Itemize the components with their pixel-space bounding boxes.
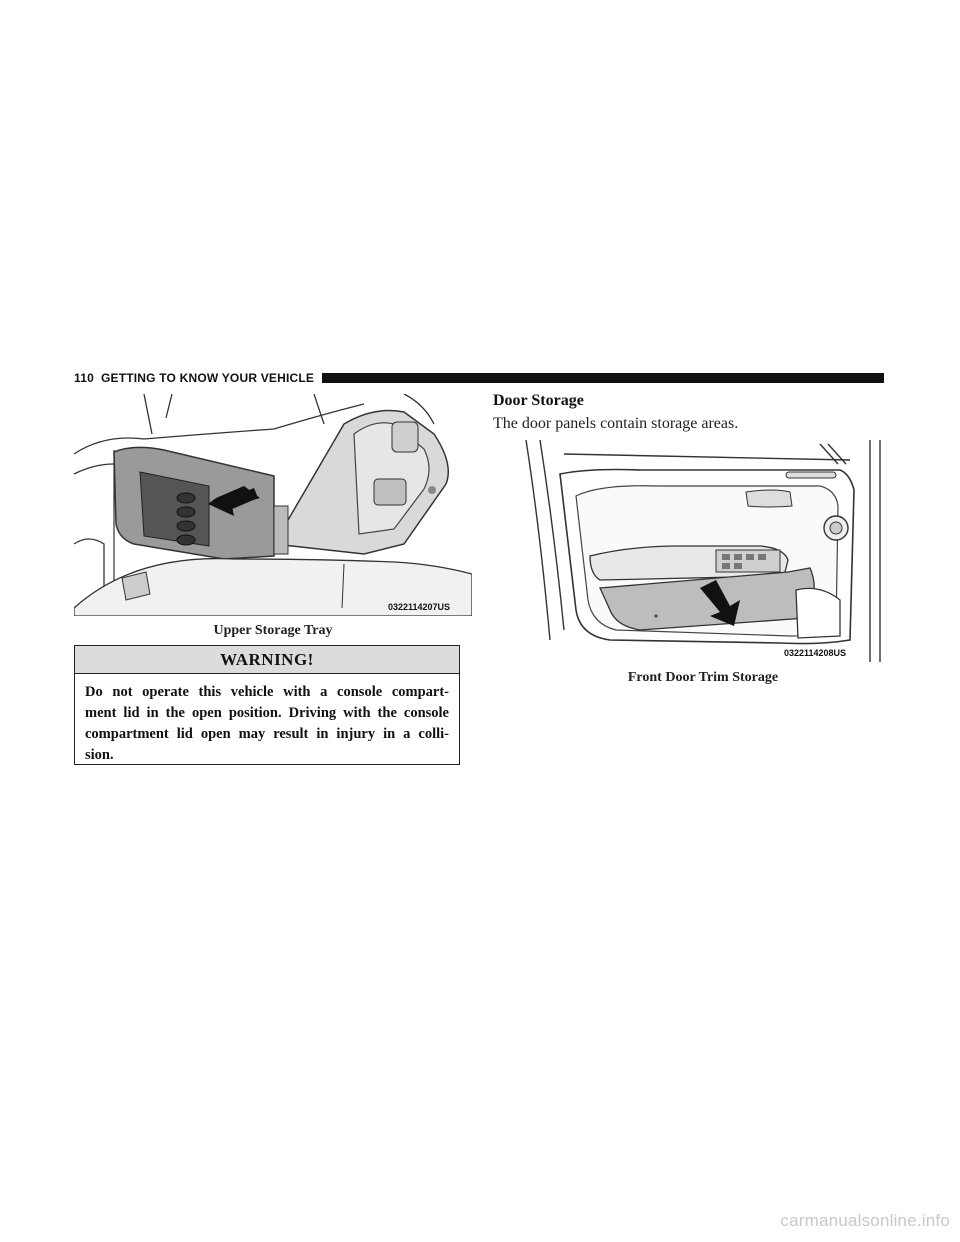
upper-storage-tray-figure-code: 0322114207US [388, 602, 451, 612]
upper-storage-tray-caption: Upper Storage Tray [213, 623, 333, 638]
header-rule [322, 373, 884, 383]
front-door-trim-figure-code: 0322114208US [784, 648, 847, 658]
front-door-trim-illustration [520, 440, 886, 662]
warning-title: WARNING! [75, 646, 459, 674]
door-storage-text: The door panels contain storage areas. [493, 415, 739, 432]
warning-box: WARNING! Do not operate this vehicle wit… [74, 645, 460, 765]
upper-storage-tray-illustration [74, 394, 472, 616]
watermark: carmanualsonline.info [780, 1211, 950, 1230]
page-number: 110 [74, 371, 94, 385]
warning-line: compartment lid open may result in injur… [85, 726, 449, 742]
warning-line: Do not operate this vehicle with a conso… [85, 684, 449, 700]
warning-line: ment lid in the open position. Driving w… [85, 705, 449, 721]
warning-text: Do not operate this vehicle with a conso… [75, 674, 459, 766]
section-title: GETTING TO KNOW YOUR VEHICLE [100, 371, 315, 385]
warning-line: sion. [85, 747, 114, 763]
front-door-trim-caption: Front Door Trim Storage [627, 670, 779, 685]
door-storage-heading: Door Storage [493, 392, 584, 409]
page-header: 110 GETTING TO KNOW YOUR VEHICLE [74, 370, 884, 386]
